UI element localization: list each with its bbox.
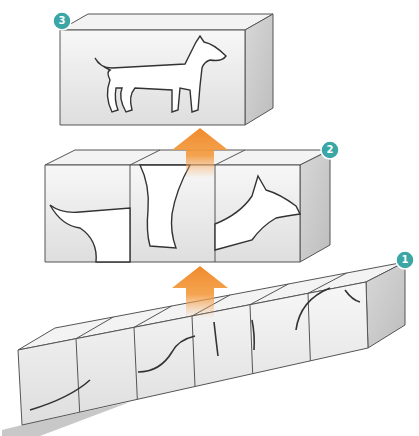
dog-silhouette xyxy=(95,36,226,112)
callout-number: 3 xyxy=(53,12,71,30)
callout-circles xyxy=(53,12,414,269)
callout-number: 1 xyxy=(396,251,414,269)
dog-fragments xyxy=(50,165,300,262)
up-arrow xyxy=(172,266,228,318)
up-arrow xyxy=(172,128,228,178)
callout-number: 2 xyxy=(321,141,339,159)
block-row-1 xyxy=(18,262,405,425)
block-row-3 xyxy=(60,14,273,125)
